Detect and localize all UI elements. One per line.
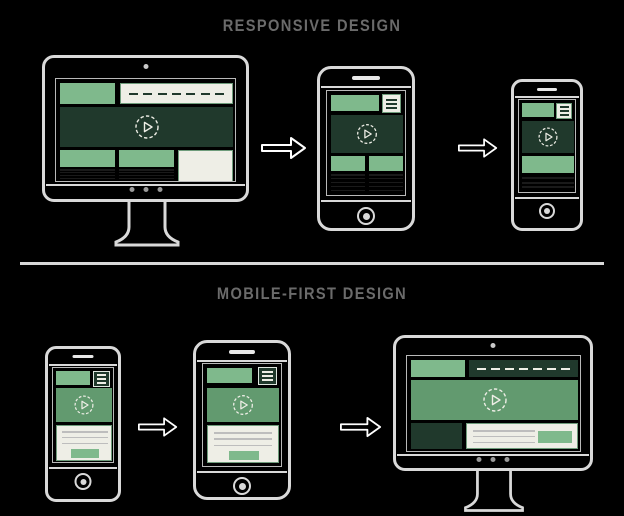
hamburger-menu-icon[interactable] <box>382 94 401 113</box>
phone-speaker <box>72 355 94 358</box>
tablet-bottom-divider <box>197 471 287 473</box>
section-title-mobile-first: MOBILE-FIRST DESIGN <box>216 284 408 303</box>
play-icon <box>356 123 378 145</box>
device-phone-responsive <box>511 79 583 231</box>
card-text-lines <box>214 432 272 446</box>
phone-screen <box>52 367 114 463</box>
tablet-bottom-divider <box>321 200 411 202</box>
phone-screen <box>518 99 576 193</box>
home-button[interactable] <box>357 207 375 225</box>
card-text-lines <box>369 174 403 191</box>
card-text-lines <box>473 430 535 443</box>
card-thumb <box>119 150 174 167</box>
hero-banner <box>60 107 233 147</box>
monitor-screen <box>55 78 236 182</box>
phone-bottom-divider <box>515 197 579 199</box>
logo-block <box>56 371 90 385</box>
device-phone-mobilefirst <box>45 346 121 502</box>
phone-bottom-divider <box>49 467 117 469</box>
flow-arrow <box>138 415 178 439</box>
card-text-lines <box>119 169 174 181</box>
logo-block <box>207 368 252 383</box>
webcam-icon <box>490 343 496 348</box>
hamburger-menu-icon[interactable] <box>258 367 277 385</box>
card-text-lines <box>522 177 574 188</box>
monitor-stand <box>102 201 192 251</box>
card-text-lines <box>60 169 115 181</box>
card-panel <box>178 150 233 181</box>
content-card <box>466 423 578 449</box>
tablet-speaker <box>352 76 380 80</box>
logo-block <box>522 103 554 117</box>
logo-block <box>60 83 115 104</box>
tablet-top-divider <box>197 360 287 362</box>
side-panel <box>411 423 462 449</box>
device-desktop-mobilefirst <box>393 335 593 512</box>
logo-block <box>331 95 379 111</box>
tablet-screen <box>326 90 406 196</box>
flow-arrow <box>458 136 498 160</box>
device-desktop-responsive <box>42 55 249 250</box>
webcam-icon <box>143 64 148 69</box>
play-icon <box>74 395 95 416</box>
device-tablet-responsive <box>317 66 415 231</box>
content-card <box>207 425 279 463</box>
card-text-lines <box>331 174 365 191</box>
monitor-indicator-dots <box>476 457 510 462</box>
play-icon <box>232 394 254 416</box>
hero-banner <box>207 388 279 422</box>
hero-banner <box>56 388 112 422</box>
home-button[interactable] <box>233 477 251 495</box>
section-title-responsive: RESPONSIVE DESIGN <box>222 16 402 35</box>
monitor-stand <box>450 470 538 516</box>
hamburger-menu-icon[interactable] <box>556 103 572 119</box>
content-block <box>522 156 574 173</box>
hamburger-menu-icon[interactable] <box>93 371 110 387</box>
card-thumb <box>369 156 403 171</box>
nav-bar <box>469 360 578 377</box>
monitor-chin-line <box>397 454 589 456</box>
monitor-indicator-dots <box>129 187 162 192</box>
device-tablet-mobilefirst <box>193 340 291 500</box>
hero-banner <box>411 380 578 420</box>
cta-button[interactable] <box>71 449 99 458</box>
flow-arrow <box>261 136 307 160</box>
home-button[interactable] <box>74 473 92 490</box>
hero-banner <box>331 115 403 153</box>
card-thumb <box>331 156 365 171</box>
tablet-speaker <box>229 350 255 354</box>
play-icon <box>538 127 559 148</box>
phone-top-divider <box>49 364 117 366</box>
nav-bar <box>120 83 233 104</box>
play-icon <box>134 114 160 140</box>
logo-block <box>411 360 465 377</box>
phone-top-divider <box>515 96 579 98</box>
monitor-chin-line <box>46 184 245 186</box>
card-thumb <box>60 150 115 167</box>
home-button[interactable] <box>539 203 555 219</box>
phone-speaker <box>537 88 557 91</box>
content-card <box>56 425 112 461</box>
card-text-lines <box>62 431 108 444</box>
cta-button[interactable] <box>229 451 259 460</box>
cta-button[interactable] <box>538 431 572 443</box>
monitor-screen <box>406 355 581 452</box>
tablet-top-divider <box>321 86 411 88</box>
tablet-screen <box>202 363 282 467</box>
play-icon <box>482 387 508 413</box>
section-divider <box>20 262 604 265</box>
hero-banner <box>522 121 574 153</box>
flow-arrow <box>340 415 382 439</box>
